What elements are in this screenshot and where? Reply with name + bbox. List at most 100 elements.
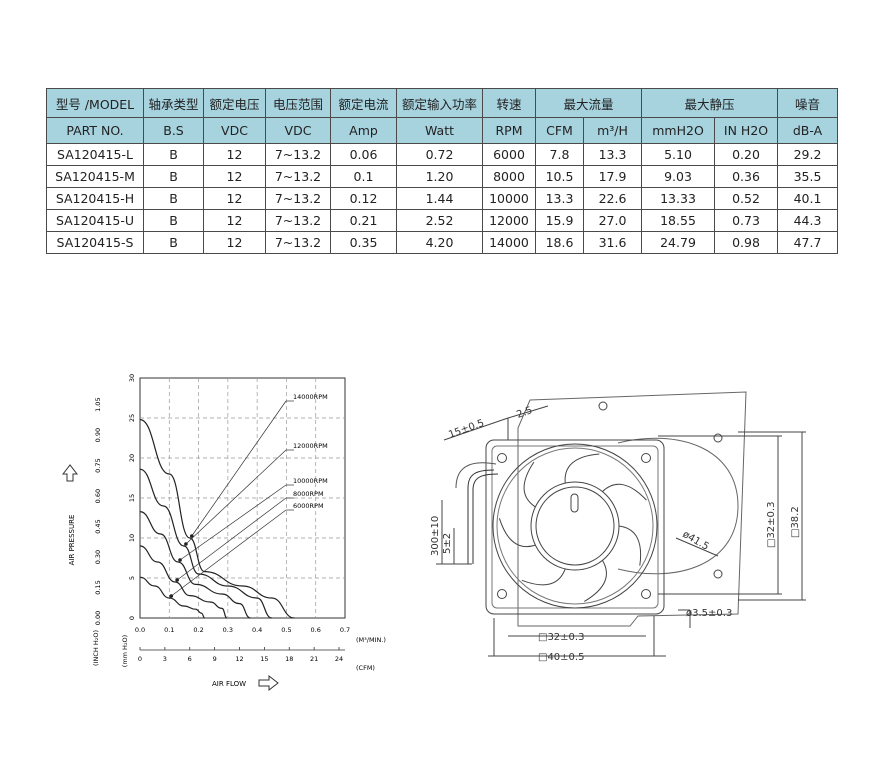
y-tick-inch: 0.60 <box>94 489 102 503</box>
header-cell: 电压范围 <box>265 88 331 118</box>
chart-grid <box>139 377 346 619</box>
header-cell: Watt <box>396 117 483 144</box>
table-cell: 13.33 <box>641 187 716 210</box>
header-cell: PART NO. <box>46 117 144 144</box>
header-cell: B.S <box>143 117 204 144</box>
series-curve <box>139 545 228 619</box>
fan-blade <box>498 518 536 547</box>
x-tick-cfm: 18 <box>285 655 293 663</box>
callout-dot <box>189 534 194 538</box>
table-cell: 7~13.2 <box>265 231 331 254</box>
table-cell: 10.5 <box>535 165 584 188</box>
table-cell: 24.79 <box>641 231 716 254</box>
dim-frame-depth: 15±0.5 <box>447 418 486 441</box>
series-label: 12000RPM <box>293 442 328 450</box>
fan-blade <box>564 453 600 484</box>
callout-line <box>185 449 287 545</box>
table-cell: B <box>143 165 204 188</box>
table-cell: 0.20 <box>714 143 779 166</box>
x-tick-m3: 0.3 <box>223 626 233 634</box>
x-tick-cfm: 3 <box>163 655 167 663</box>
series-label: 6000RPM <box>293 502 324 510</box>
table-cell: 0.98 <box>714 231 779 254</box>
callout-dot <box>169 594 174 598</box>
table-cell: 12 <box>203 209 266 232</box>
header-cell: 额定电流 <box>330 88 397 118</box>
x-tick-cfm: 0 <box>138 655 142 663</box>
mount-hole <box>497 589 507 599</box>
header-cell: VDC <box>265 117 331 144</box>
table-cell: 8000 <box>482 165 536 188</box>
table-cell: 0.35 <box>330 231 397 254</box>
header-cell: 最大流量 <box>534 88 643 118</box>
table-cell: 0.06 <box>330 143 397 166</box>
y-axis-label: AIR PRESSURE <box>68 515 76 566</box>
y-tick-inch: 0.30 <box>94 550 102 564</box>
header-cell: 轴承类型 <box>143 88 204 118</box>
table-cell: 10000 <box>482 187 536 210</box>
table-cell: 7~13.2 <box>265 143 331 166</box>
x-tick-cfm: 24 <box>335 655 343 663</box>
x-axis-label: AIR FLOW <box>212 680 246 688</box>
header-cell: VDC <box>203 117 266 144</box>
y-tick-mm: 5 <box>128 576 136 580</box>
table-cell: 0.72 <box>396 143 483 166</box>
fan-blade <box>602 483 647 501</box>
table-cell: 7.8 <box>535 143 584 166</box>
fan-outer-ring <box>492 443 658 609</box>
table-cell: 13.3 <box>582 143 643 166</box>
series-label: 14000RPM <box>293 393 328 401</box>
x-tick-cfm: 9 <box>213 655 217 663</box>
x-unit-m3: (M³/MIN.) <box>356 636 386 644</box>
y-tick-mm: 0 <box>128 616 136 620</box>
table-cell: 2.52 <box>396 209 483 232</box>
x-unit-cfm: (CFM) <box>356 664 375 672</box>
series-curve <box>139 511 251 619</box>
lead-wires <box>467 469 495 564</box>
series-label: 10000RPM <box>293 477 328 485</box>
x-tick-m3: 0.7 <box>340 626 350 634</box>
y-tick-inch: 0.45 <box>94 519 102 533</box>
table-cell: 18.6 <box>535 231 584 254</box>
table-cell: 47.7 <box>777 231 839 254</box>
chart-ticks: 0510152025300.000.150.300.450.600.750.90… <box>94 374 350 663</box>
callout-line <box>191 400 287 537</box>
y-tick-mm: 30 <box>128 374 136 382</box>
table-cell: 0.21 <box>330 209 397 232</box>
table-cell: 40.1 <box>777 187 839 210</box>
callout-dot <box>178 558 182 562</box>
table-cell: 0.1 <box>330 165 397 188</box>
table-cell: SA120415-U <box>46 209 144 232</box>
x-tick-m3: 0.5 <box>281 626 291 634</box>
dim-impeller-dia: ø41.5 <box>681 529 711 553</box>
table-cell: 0.73 <box>714 209 779 232</box>
fan-blade <box>523 461 536 508</box>
table-cell: SA120415-S <box>46 231 144 254</box>
spec-table: 型号 /MODEL 轴承类型 额定电压 电压范围 额定电流 额定输入功率 转速 … <box>46 88 839 254</box>
table-cell: 15.9 <box>535 209 584 232</box>
table-cell: 29.2 <box>777 143 839 166</box>
table-cell: 6000 <box>482 143 536 166</box>
header-cell: mmH2O <box>641 117 716 144</box>
fan-blades <box>498 453 647 602</box>
y-tick-inch: 0.75 <box>94 458 102 472</box>
table-header-cn: 型号 /MODEL 轴承类型 额定电压 电压范围 额定电流 额定输入功率 转速 … <box>46 88 839 118</box>
series-curve <box>139 576 205 619</box>
x-tick-cfm: 15 <box>260 655 268 663</box>
hub-marker <box>570 493 579 513</box>
table-cell: 1.20 <box>396 165 483 188</box>
table-cell: 0.52 <box>714 187 779 210</box>
table-cell: 7~13.2 <box>265 165 331 188</box>
table-cell: 12 <box>203 165 266 188</box>
side-hole <box>713 569 723 579</box>
dim-offset: 2.5 <box>515 405 534 421</box>
table-cell: 1.44 <box>396 187 483 210</box>
header-cell: CFM <box>535 117 584 144</box>
header-cell: IN H2O <box>714 117 779 144</box>
x-tick-cfm: 6 <box>188 655 192 663</box>
arrow-right-icon <box>258 674 279 692</box>
